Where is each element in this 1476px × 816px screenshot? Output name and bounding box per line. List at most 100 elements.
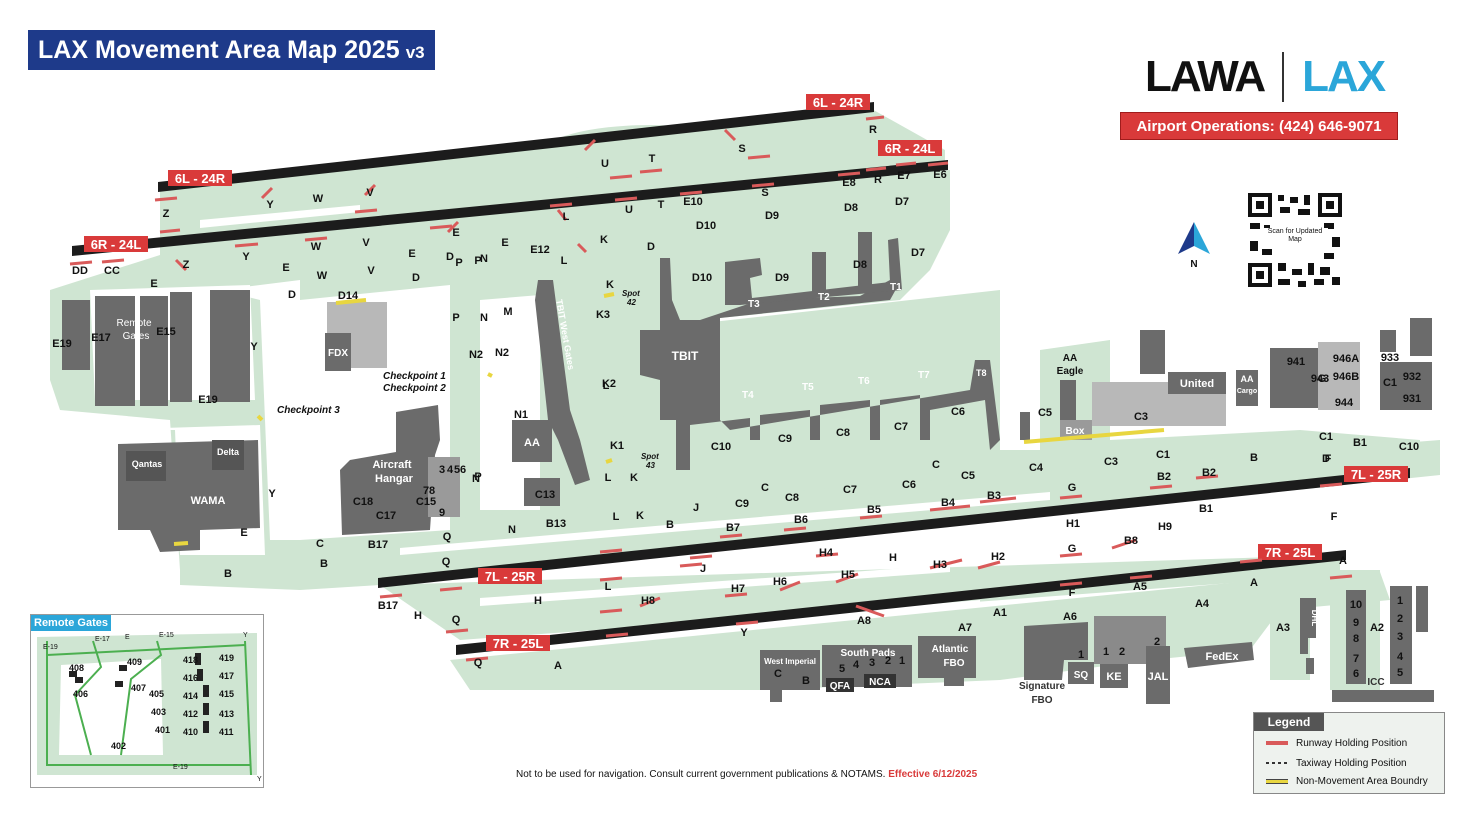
taxiway-label: 946B [1333, 371, 1359, 383]
bldg-aa-cargo [1236, 370, 1258, 406]
taxiway-label: C1 [1156, 449, 1170, 461]
remote-gates-diagram: 4084064094074054034014024184164144124104… [37, 632, 262, 783]
bldg-icc [1332, 690, 1434, 702]
taxiway-label: C18 [353, 496, 373, 508]
taxiway-label: C7 [894, 421, 908, 433]
bldg-943 [1270, 348, 1318, 408]
bldg-united [1168, 372, 1226, 394]
taxiway-label: E17 [91, 332, 111, 344]
taxiway-label: 4 [853, 659, 860, 671]
remote-gate-label: 418 [183, 655, 198, 665]
bldg-atlantic-small [944, 678, 964, 686]
taxiway-label: N [480, 312, 488, 324]
bldg-dhl-2 [1300, 638, 1308, 654]
legend-non-movement: Non-Movement Area Boundry [1266, 773, 1428, 789]
infield-south-2 [480, 565, 950, 606]
lawa-lax-logo: LAWA LAX [1145, 52, 1386, 102]
infield-tbitw [480, 295, 540, 510]
label-hangar-2: Hangar [375, 473, 414, 485]
taxiway-label: 5 [839, 663, 845, 675]
taxiway-label: 946A [1333, 353, 1359, 365]
taxiway-label: 932 [1403, 371, 1421, 383]
remote-gate-label: E-19 [173, 764, 188, 771]
taxiway-label: A2 [1370, 622, 1384, 634]
taxiway-label: B6 [794, 514, 808, 526]
bldg-delta [212, 440, 244, 470]
bldg-tbit [640, 258, 1000, 470]
rwy-plate-6R-24L-east [878, 140, 942, 156]
taxiway-label: B8 [1124, 535, 1138, 547]
bldg-hangar [340, 405, 440, 535]
taxiway-label: H5 [841, 569, 855, 581]
label-aa-cargo-1: AA [1241, 374, 1254, 384]
airport-operations-phone[interactable]: Airport Operations: (424) 646-9071 [1120, 112, 1398, 140]
taxiway-label: D [647, 241, 655, 253]
taxiway-label: 4 [1397, 651, 1404, 663]
bldg-remote-1 [95, 296, 135, 406]
taxiway-label: DD [72, 265, 88, 277]
runway-holds [69, 115, 1353, 662]
bldg-931 [1380, 362, 1432, 410]
taxiway-label: C1 [1383, 377, 1397, 389]
taxiway-label: D [1322, 453, 1330, 465]
bldg-c5 [1020, 412, 1030, 440]
taxiway-label: H [889, 552, 897, 564]
taxiway-label: E12 [530, 244, 550, 256]
taxiway-label: 943 [1311, 373, 1329, 385]
taxiway-label: Y [242, 251, 250, 263]
taxiway-label: T [658, 199, 665, 211]
taxiway-label: C3 [1134, 411, 1148, 423]
label-atlantic-2: FBO [943, 658, 964, 669]
remote-gates-title: Remote Gates [31, 615, 111, 631]
remote-taxilanes [46, 640, 252, 776]
infield-mid [400, 492, 1050, 555]
south-mid-ground [380, 555, 1340, 640]
non-movement-swatch [1266, 778, 1288, 784]
label-sq: SQ [1074, 670, 1089, 681]
taxiway-label: E6 [933, 169, 946, 181]
taxiway-label: E10 [683, 196, 703, 208]
taxiway-label: L [613, 511, 620, 523]
taxiway-label: 3 [439, 464, 445, 476]
rwy-label-6R-24L-east: 6R - 24L [885, 141, 936, 156]
label-atlantic-1: Atlantic [932, 644, 969, 655]
facility-labels: TBIT T3 T2 T1 T4 T5 T6 T7 T8 FDX AA Airc… [116, 282, 1384, 706]
taxiway-label: N2 [495, 347, 509, 359]
taxiway-label: 5 [1397, 667, 1403, 679]
south-lower-ground [450, 572, 1390, 690]
taxiway-label: H [534, 595, 542, 607]
footer-note-text: Not to be used for navigation. Consult c… [516, 769, 886, 780]
taxiway-label: 4 [447, 464, 454, 476]
taxiway-label: B7 [726, 522, 740, 534]
taxiway-label: 6 [460, 464, 466, 476]
taxiway-label: E [150, 278, 157, 290]
runway-7R-25L [456, 550, 1346, 655]
rwy-label-7R-25L-west: 7R - 25L [493, 636, 544, 651]
label-remote-2: Gates [123, 331, 150, 342]
taxiway-label: E [501, 237, 508, 249]
taxiway-label: U [625, 204, 633, 216]
bldg-933-b [1410, 318, 1432, 356]
taxiway-label: C8 [836, 427, 850, 439]
taxiway-label: C [316, 538, 324, 550]
taxiway-label: Z [183, 259, 190, 271]
label-t2: T2 [818, 292, 830, 303]
rwy-plate-6L-24R-west [168, 170, 232, 186]
runways [72, 102, 1410, 655]
remote-gate-label: E [125, 634, 130, 641]
taxiway-label: 6 [1353, 668, 1359, 680]
rwy-label-7R-25L-east: 7R - 25L [1265, 545, 1316, 560]
taxiway-label: F [1331, 511, 1338, 523]
taxiway-label: C13 [535, 489, 555, 501]
label-spot-42-2: 42 [626, 298, 636, 307]
nca-plate [864, 674, 896, 688]
bldg-sq [1068, 662, 1094, 684]
taxiway-label: L [605, 472, 612, 484]
bldg-aa-eagle [1060, 380, 1076, 420]
taxiway-label: B13 [546, 518, 566, 530]
remote-gate-label: 415 [219, 689, 234, 699]
taxiway-label: Y [740, 627, 748, 639]
footer-effective-date: Effective 6/12/2025 [888, 769, 978, 780]
taxiway-label: E [408, 248, 415, 260]
taxiway-label: E [452, 227, 459, 239]
